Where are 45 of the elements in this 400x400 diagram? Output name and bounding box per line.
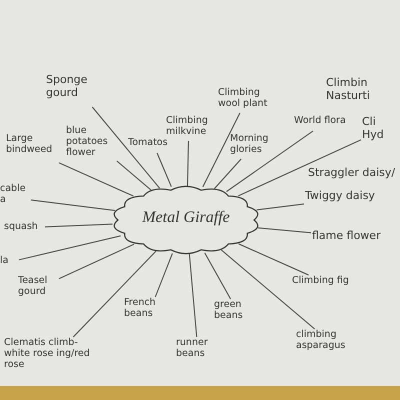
branch-line bbox=[58, 244, 135, 280]
branch-line bbox=[202, 112, 240, 188]
plant-label: Clematis climb-white rose ing/red rose bbox=[4, 338, 100, 380]
plant-label: squash bbox=[4, 222, 44, 236]
plant-label: World flora bbox=[294, 116, 354, 130]
plant-label: Teasel gourd bbox=[18, 276, 58, 302]
plant-label: runner beans bbox=[176, 338, 222, 364]
branch-line bbox=[30, 200, 116, 211]
branch-line bbox=[214, 158, 242, 190]
plant-label: Tomatos bbox=[128, 138, 178, 152]
branch-line bbox=[72, 250, 157, 338]
plant-label: Sponge gourd bbox=[46, 74, 110, 106]
branch-line bbox=[156, 152, 172, 188]
plant-label: Large bindweed bbox=[6, 134, 58, 166]
plant-label: blue potatoes flower bbox=[66, 126, 126, 160]
branch-line bbox=[58, 162, 134, 197]
branch-line bbox=[204, 252, 232, 300]
branch-line bbox=[226, 130, 314, 192]
plant-label: Climbing fig bbox=[292, 276, 358, 290]
plant-label: green beans bbox=[214, 300, 264, 326]
plant-label: French beans bbox=[124, 298, 174, 324]
plant-label: Straggler daisy/ bbox=[308, 166, 396, 180]
branch-line bbox=[186, 140, 189, 186]
plant-label: Morning glories bbox=[230, 134, 276, 158]
plant-label: flame flower bbox=[312, 230, 390, 246]
branch-line bbox=[92, 106, 160, 189]
plant-label: Climbin Nasturti bbox=[326, 76, 371, 102]
plant-label: Climbing wool plant bbox=[218, 88, 276, 112]
central-topic: Metal Giraffe bbox=[141, 209, 231, 228]
plant-label: Cli Hyd bbox=[362, 116, 400, 144]
branch-line bbox=[44, 224, 114, 228]
branch-line bbox=[188, 253, 198, 338]
plant-label: Twiggy daisy bbox=[305, 190, 375, 206]
plant-label: climbing asparagus bbox=[296, 330, 366, 356]
branch-line bbox=[256, 204, 304, 210]
branch-line bbox=[258, 227, 312, 234]
branch-line bbox=[18, 235, 122, 260]
plant-label: cable a bbox=[0, 184, 30, 210]
plant-label: Climbing milkvine bbox=[166, 116, 214, 140]
branch-line bbox=[238, 139, 362, 196]
plant-label: la bbox=[0, 256, 18, 270]
branch-line bbox=[238, 243, 310, 276]
branch-line bbox=[220, 249, 316, 330]
branch-line bbox=[116, 160, 152, 191]
branch-line bbox=[154, 252, 173, 298]
